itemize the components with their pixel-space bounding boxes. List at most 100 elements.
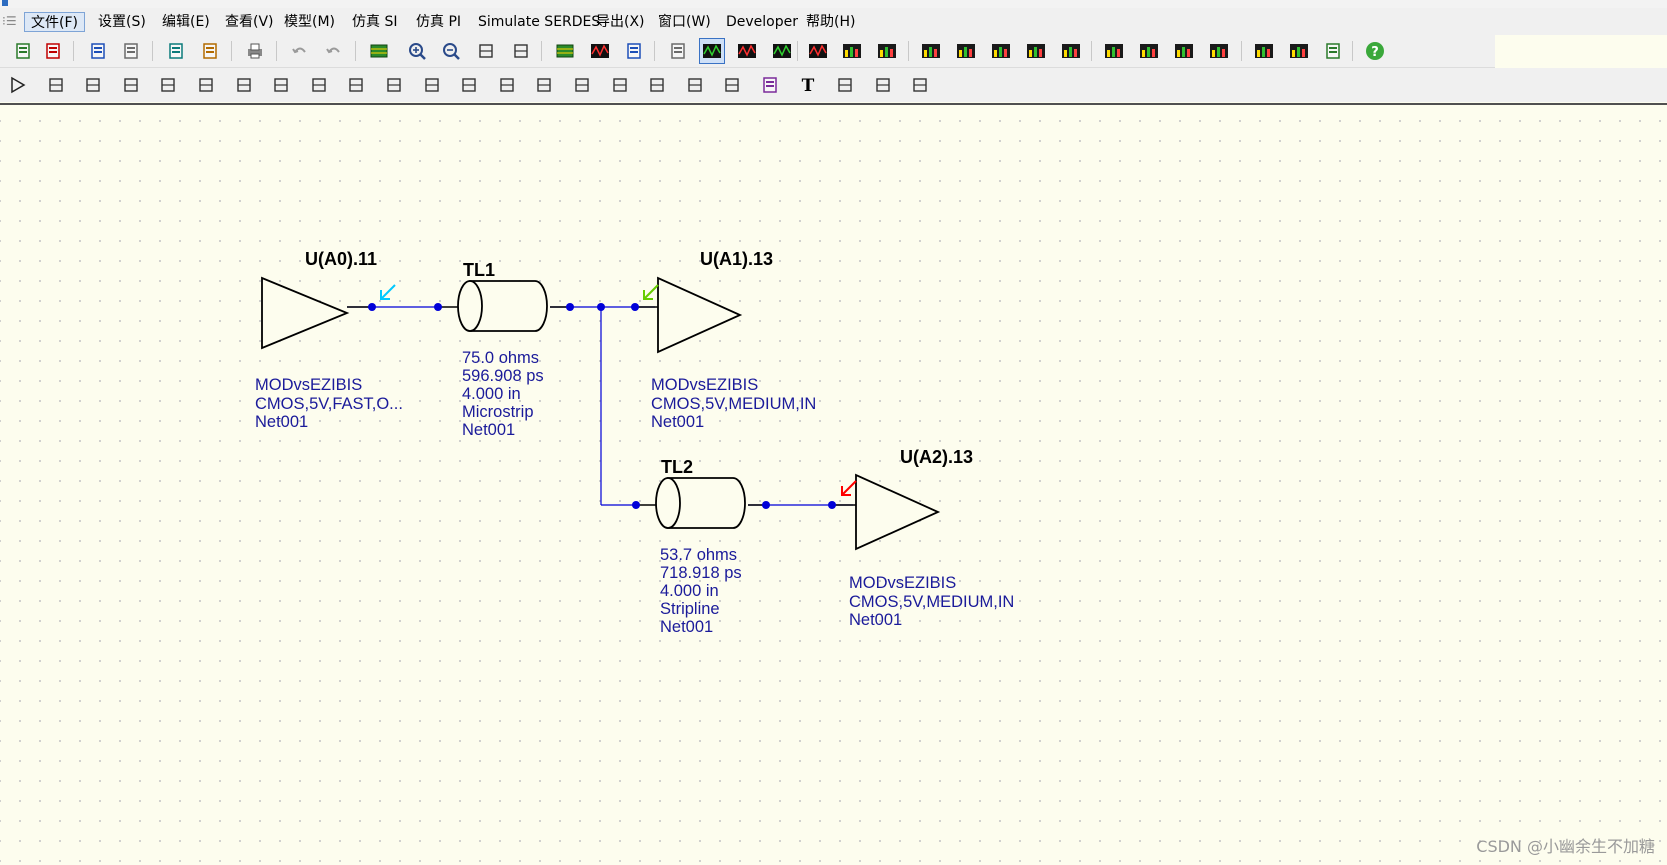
menu-item-11[interactable]: 帮助(H) [806,14,856,30]
eye-diagram-icon[interactable] [769,38,795,64]
menu-item-1[interactable]: 设置(S) [98,14,146,30]
buffer-symbol-u-a0[interactable] [261,276,350,350]
transmission-line-tl1[interactable]: TL1 75.0 ohms 596.908 ps 4.000 in Micros… [457,260,548,439]
print-icon[interactable] [242,38,268,64]
menu-item-9[interactable]: 窗口(W) [658,14,711,30]
transmission-line-tl2[interactable]: TL2 53.7 ohms 718.918 ps 4.000 in Stripl… [655,457,746,636]
table-icon[interactable] [874,38,900,64]
link-icon[interactable] [870,72,896,98]
stub-icon[interactable] [456,72,482,98]
signal-icon[interactable] [805,38,831,64]
driver-u-a0[interactable]: U(A0).11 MODvsEZIBIS CMOS,5V,FAST,O... N… [255,249,403,431]
node[interactable] [434,303,442,311]
network-icon[interactable] [682,72,708,98]
text-icon[interactable]: T [795,72,821,98]
node[interactable] [632,501,640,509]
node[interactable] [597,303,605,311]
zoom-in-icon[interactable] [404,38,430,64]
terminator-icon[interactable] [644,72,670,98]
measure-icon[interactable] [907,72,933,98]
inductor-icon[interactable] [268,72,294,98]
ground-icon[interactable] [569,72,595,98]
frequency-icon[interactable] [1136,38,1162,64]
probe-icon[interactable] [665,38,691,64]
menu-item-4[interactable]: 模型(M) [284,14,336,30]
resistor-icon[interactable] [193,72,219,98]
buffer-symbol-u-a2[interactable] [855,473,941,551]
buffer-icon[interactable] [5,72,31,98]
analysis-icon[interactable] [1101,38,1127,64]
probe-arrow-u-a2[interactable] [841,480,857,496]
receiver-u-a1[interactable]: U(A1).13 MODvsEZIBIS CMOS,5V,MEDIUM,IN N… [643,249,816,431]
probe-arrow-u-a1[interactable] [643,284,659,300]
source-icon[interactable] [494,72,520,98]
menu-item-3[interactable]: 查看(V) [225,14,274,30]
buffer-symbol-u-a1[interactable] [657,276,743,354]
new-schematic-icon[interactable] [10,38,36,64]
zoom-out-icon[interactable] [438,38,464,64]
node[interactable] [566,303,574,311]
save-all-icon[interactable] [197,38,223,64]
tl1-body[interactable] [469,280,548,332]
menu-item-8[interactable]: 导出(X) [596,14,645,30]
histogram-icon[interactable] [953,38,979,64]
ami-icon[interactable] [1206,38,1232,64]
zoom-fit-icon[interactable] [473,38,499,64]
node[interactable] [368,303,376,311]
via-icon[interactable] [381,72,407,98]
menu-item-6[interactable]: 仿真 PI [416,14,462,30]
tl2-impedance: 53.7 ohms [660,546,737,564]
color-map-icon[interactable] [1251,38,1277,64]
undo-icon[interactable] [287,38,313,64]
node-icon[interactable] [832,72,858,98]
open-icon[interactable] [40,38,66,64]
batch-icon[interactable] [1286,38,1312,64]
capacitor-icon[interactable] [231,72,257,98]
schematic-svg[interactable]: U(A0).11 MODvsEZIBIS CMOS,5V,FAST,O... N… [0,105,1667,865]
svg-text:?: ? [1371,45,1379,60]
new-board-icon[interactable] [85,38,111,64]
interactive-edit-icon[interactable] [366,38,392,64]
bars-icon[interactable] [988,38,1014,64]
node[interactable] [631,303,639,311]
open-board-icon[interactable] [118,38,144,64]
probe-arrow-u-a0[interactable] [380,284,396,300]
sweep-icon[interactable] [734,38,760,64]
cable-icon[interactable] [343,72,369,98]
help-icon[interactable]: ? [1362,38,1388,64]
scope-icon[interactable] [699,38,725,64]
ic-icon[interactable] [43,72,69,98]
receiver-u-a2[interactable]: U(A2).13 MODvsEZIBIS CMOS,5V,MEDIUM,IN N… [841,447,1014,629]
pan-icon[interactable] [508,38,534,64]
transmission-line-icon[interactable] [80,72,106,98]
ferrite-icon[interactable] [419,72,445,98]
bus-icon[interactable] [719,72,745,98]
package-icon[interactable] [607,72,633,98]
tl2-length: 4.000 in [660,582,719,600]
coupling-icon[interactable] [306,72,332,98]
report-icon[interactable] [621,38,647,64]
coupled-line-icon[interactable] [118,72,144,98]
amplitude-icon[interactable] [1171,38,1197,64]
graph-icon[interactable] [1058,38,1084,64]
redo-icon[interactable] [321,38,347,64]
menu-item-2[interactable]: 编辑(E) [162,14,210,30]
series-icon[interactable] [531,72,557,98]
schematic-canvas[interactable]: U(A0).11 MODvsEZIBIS CMOS,5V,FAST,O... N… [0,105,1667,865]
node[interactable] [762,501,770,509]
data-icon[interactable] [1023,38,1049,64]
tl2-body[interactable] [667,477,746,529]
crosstalk-icon[interactable] [839,38,865,64]
export-icon[interactable] [1320,38,1346,64]
waveform-icon[interactable] [587,38,613,64]
save-icon[interactable] [163,38,189,64]
menu-item-10[interactable]: Developer [726,14,799,30]
connector-icon[interactable] [155,72,181,98]
node[interactable] [828,501,836,509]
chart-icon[interactable] [918,38,944,64]
menu-item-5[interactable]: 仿真 SI [352,14,398,30]
probe-point-icon[interactable] [757,72,783,98]
menu-item-7[interactable]: Simulate SERDES [478,14,601,30]
spreadsheet-icon[interactable] [552,38,578,64]
menu-item-0[interactable]: 文件(F) [24,12,85,32]
